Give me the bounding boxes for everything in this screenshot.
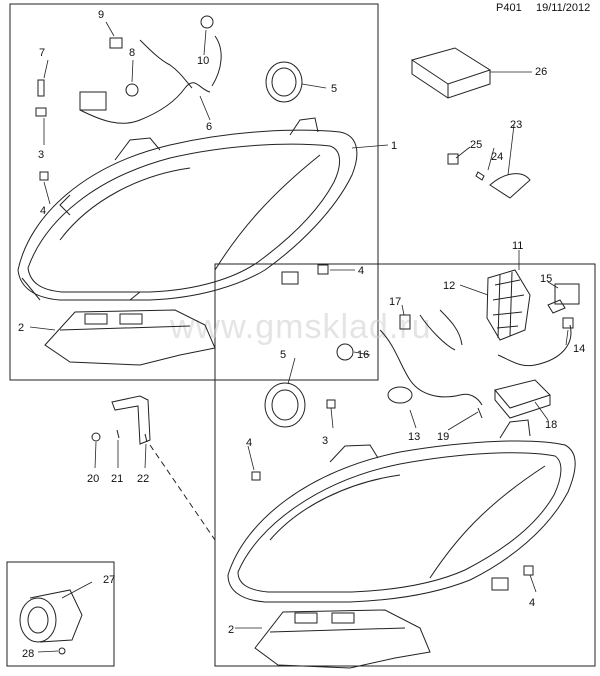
callout-3-upper: 3 [38,149,44,161]
grille-12 [486,269,531,341]
callout-8: 8 [129,47,135,59]
bulb-7 [37,79,45,97]
ballast-18 [494,379,551,409]
screw-21 [116,429,120,439]
callout-16: 16 [357,349,369,361]
callout-25: 25 [470,139,482,151]
screw-24 [475,171,485,181]
xenon-components [486,269,580,419]
callout-23: 23 [510,119,522,131]
callout-13: 13 [408,431,420,443]
callout-3-lower: 3 [322,435,328,447]
callout-4-lower-left: 4 [246,437,252,449]
callout-14: 14 [573,343,585,355]
page-code: P401 [496,2,522,14]
callout-1: 1 [391,140,397,152]
callout-5-lower: 5 [280,349,286,361]
callout-2-lower: 2 [228,624,234,636]
bolt-20 [91,432,101,442]
callout-21: 21 [111,473,123,485]
callout-labels: 1 2 2 3 3 4 4 4 4 5 5 6 7 8 9 10 11 12 1… [18,9,585,660]
callout-20: 20 [87,473,99,485]
frame-xenon-headlamp [214,263,596,667]
connector-14 [562,317,574,329]
wiring-harness-upper [35,15,329,275]
screw-28 [58,647,66,655]
bulb-10 [200,15,214,29]
callout-9: 9 [98,9,104,21]
callout-18: 18 [545,419,557,431]
headlamp-bezel-upper [44,309,216,366]
screw-19 [477,407,483,419]
dust-cap-5-lower [264,382,306,428]
callout-28: 28 [22,648,34,660]
callout-22: 22 [137,473,149,485]
connector-block [79,91,107,111]
adjuster-housing-upper [281,271,299,285]
callout-5-upper: 5 [331,83,337,95]
callout-7: 7 [39,47,45,59]
callout-4-lower-right: 4 [529,597,535,609]
frame-halogen-headlamp [9,3,379,381]
callout-10: 10 [197,55,209,67]
clip-3-upper [35,107,47,117]
leader-lines [29,21,569,653]
clip-3-lower [326,399,336,409]
bulb-9 [109,37,123,49]
headlamp-bezel-lower [254,609,431,669]
headlamp-assembly-lower [227,419,576,603]
callout-2-upper: 2 [18,322,24,334]
wiring-harness-lower [251,309,534,576]
callout-11: 11 [512,240,523,252]
clip-4-lower-left [251,471,261,481]
clip-4-upper [39,171,49,181]
watermark-text: www.gmsklad.ru [169,308,432,346]
control-module-26 [410,47,492,99]
bulb-8 [125,83,139,97]
callout-6: 6 [206,121,212,133]
clip-25 [447,153,459,165]
bulb-17 [399,314,411,330]
callout-12: 12 [443,280,455,292]
screw-22 [144,433,148,443]
callout-19: 19 [437,431,449,443]
grommet-13 [387,386,413,404]
callout-17: 17 [389,296,401,308]
cover-23 [489,173,531,199]
dust-cap-5 [265,61,303,103]
fog-lamp-27 [19,589,83,655]
callout-27: 27 [103,574,115,586]
small-parts-23-25 [447,153,531,199]
callout-4-upper-left: 4 [40,205,46,217]
bulb-16 [336,343,354,361]
bulb-15 [554,283,580,305]
diagram-date: 19/11/2012 [536,2,591,14]
mounting-bracket [91,395,216,541]
callout-15: 15 [540,273,552,285]
clip-4-lower-right [523,565,534,576]
headlamp-assembly-upper [17,117,358,301]
clip-4-right [317,264,329,275]
callout-24: 24 [491,151,503,163]
callout-26: 26 [535,66,547,78]
frame-fog-lamp [6,561,115,667]
callout-4-upper-right: 4 [358,265,364,277]
